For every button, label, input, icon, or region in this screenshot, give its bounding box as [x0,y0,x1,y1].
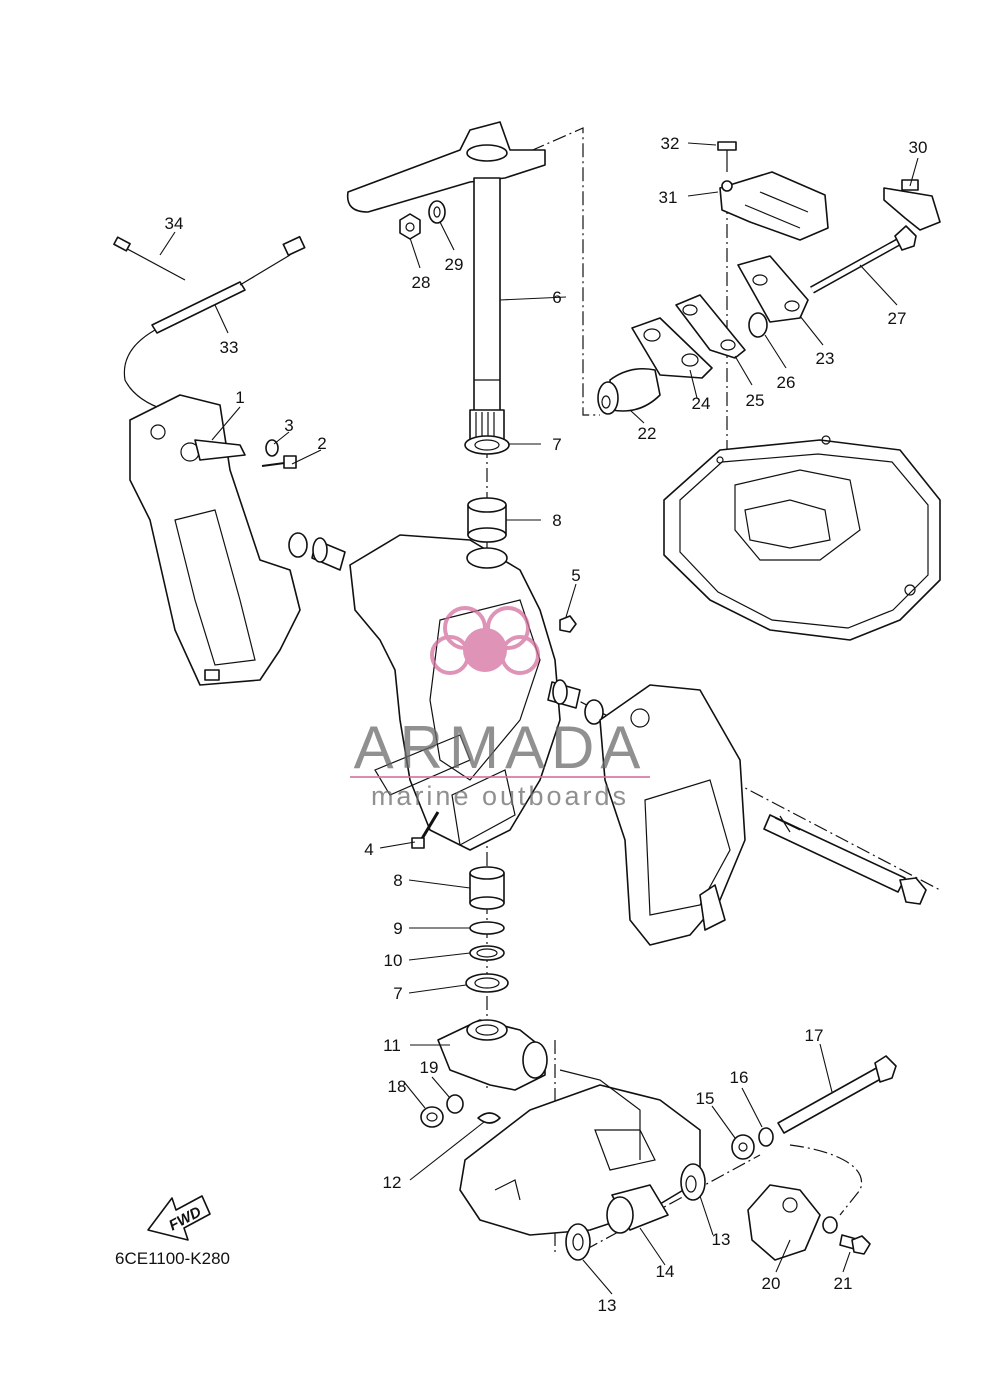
leader-lines [159,142,919,1295]
long-bolt-17 [777,1055,897,1134]
fwd-direction-arrow: FWD [147,1195,211,1241]
callout-21: 21 [834,1274,853,1293]
callout-17: 17 [805,1026,824,1045]
callout-5: 5 [571,566,580,585]
lower-mount-bracket [420,1019,548,1128]
armada-watermark: ARMADA marine outboards [350,606,650,811]
callout-labels: 1 2 3 4 5 6 7 7 8 8 9 10 11 12 13 13 14 … [165,134,928,1315]
callout-14: 14 [656,1262,675,1281]
callout-18: 18 [388,1077,407,1096]
callout-13-right: 13 [712,1230,731,1249]
callout-8-upper: 8 [552,511,561,530]
callout-26: 26 [777,373,796,392]
steering-bushings [464,435,510,993]
callout-8-lower: 8 [393,871,402,890]
callout-34: 34 [165,214,184,233]
callout-4: 4 [364,840,373,859]
callout-7-upper: 7 [552,435,561,454]
callout-11: 11 [383,1036,401,1055]
watermark-tagline: marine outboards [371,781,629,811]
callout-22: 22 [638,424,657,443]
swivel-bracket [349,534,561,851]
tilt-pivot-bushings [288,532,604,725]
watermark-brand: ARMADA [354,714,647,781]
callout-24: 24 [692,394,711,413]
callout-19: 19 [420,1058,439,1077]
callout-30: 30 [909,138,928,157]
callout-10: 10 [384,951,403,970]
left-clamp-bracket [129,394,301,686]
long-bolt-27 [810,225,917,294]
callout-31: 31 [659,188,678,207]
callout-15: 15 [696,1089,715,1108]
callout-16: 16 [730,1068,749,1087]
callout-12: 12 [383,1173,402,1192]
callout-3: 3 [284,416,293,435]
upper-mount-plates [597,255,809,415]
callout-9: 9 [393,919,402,938]
callout-27: 27 [888,309,907,328]
anchor-logo-icon [430,606,540,675]
ground-cable-33-34 [113,235,306,411]
callout-23: 23 [816,349,835,368]
nut-and-washer-28-29 [399,200,446,240]
callout-29: 29 [445,255,464,274]
callout-1: 1 [235,388,244,407]
engine-base [663,435,941,641]
callout-28: 28 [412,273,431,292]
callout-33: 33 [220,338,239,357]
right-clamp-bracket [599,684,746,946]
lower-mount-rubbers [565,1127,774,1261]
callout-7-lower: 7 [393,984,402,1003]
callout-20: 20 [762,1274,781,1293]
upper-mount-cover [717,141,941,241]
screw-and-washer-2-3 [261,439,297,469]
lower-cover-20-21 [747,1184,871,1261]
callout-25: 25 [746,391,765,410]
tilt-tube [763,814,927,905]
callout-2: 2 [317,434,326,453]
callout-13-left: 13 [598,1296,617,1315]
callout-6: 6 [552,288,561,307]
callout-32: 32 [661,134,680,153]
diagram-code: 6CE1100-K280 [115,1249,230,1268]
steering-shaft [346,121,546,441]
